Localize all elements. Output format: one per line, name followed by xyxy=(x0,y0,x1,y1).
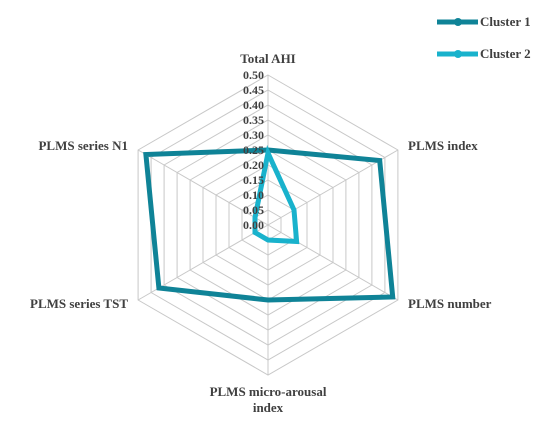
radar-series xyxy=(143,144,396,303)
legend-marker xyxy=(454,50,462,58)
legend-item-1: Cluster 1 xyxy=(437,14,531,29)
tick-label: 0.40 xyxy=(243,98,264,112)
tick-label: 0.05 xyxy=(243,203,264,217)
tick-label: 0.35 xyxy=(243,113,264,127)
tick-label: 0.10 xyxy=(243,188,264,202)
tick-label: 0.50 xyxy=(243,68,264,82)
grid-spoke xyxy=(267,224,399,301)
legend-item-2: Cluster 2 xyxy=(437,46,531,61)
axis-label-6: PLMS series N1 xyxy=(38,138,128,153)
legend-label: Cluster 1 xyxy=(480,14,531,29)
grid-spoke xyxy=(137,149,269,226)
series-2-line xyxy=(252,144,300,245)
legend-label: Cluster 2 xyxy=(480,46,531,61)
axis-label-5: PLMS series TST xyxy=(30,296,128,311)
tick-label: 0.20 xyxy=(243,158,264,172)
legend-marker xyxy=(454,18,462,26)
axis-label-3: PLMS number xyxy=(408,296,492,311)
axis-label-1: Total AHI xyxy=(240,51,296,66)
radar-grid xyxy=(137,74,399,376)
radial-tick-labels: 0.000.050.100.150.200.250.300.350.400.45… xyxy=(243,68,264,232)
tick-label: 0.45 xyxy=(243,83,264,97)
axis-label-2: PLMS index xyxy=(408,138,478,153)
tick-label: 0.15 xyxy=(243,173,264,187)
series-1-line xyxy=(143,147,396,303)
tick-label: 0.25 xyxy=(243,143,264,157)
legend: Cluster 1 Cluster 2 xyxy=(437,14,531,61)
tick-label: 0.00 xyxy=(243,218,264,232)
tick-label: 0.30 xyxy=(243,128,264,142)
